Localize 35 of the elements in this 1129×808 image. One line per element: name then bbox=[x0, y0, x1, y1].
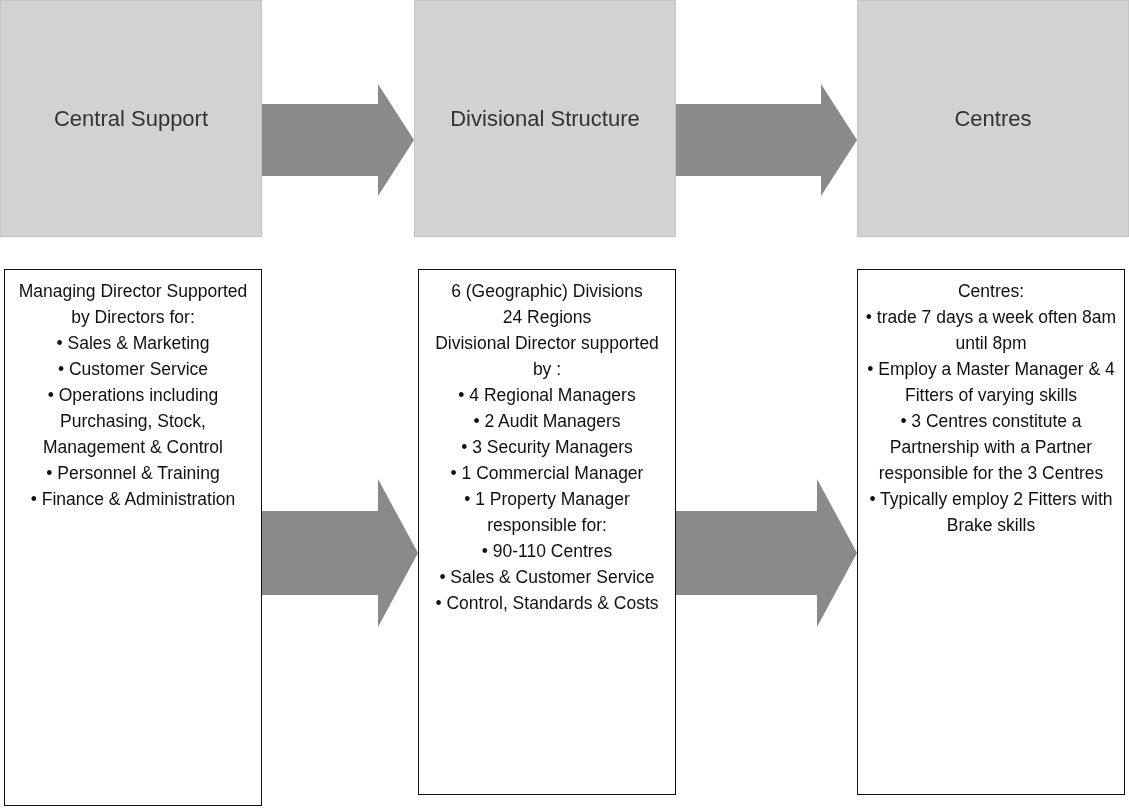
block-arrow bbox=[676, 479, 857, 627]
detail-text: • Finance & Administration bbox=[30, 488, 236, 511]
stage-box bbox=[414, 0, 676, 237]
detail-text: • 3 Security Managers bbox=[461, 436, 633, 459]
detail-text: • Sales & Customer Service bbox=[439, 566, 655, 589]
detail-text: • Operations including Purchasing, Stock, Management & Control bbox=[42, 384, 224, 459]
details-box bbox=[418, 269, 676, 795]
stage-box bbox=[0, 0, 262, 237]
detail-text: Managing Director Supported by Directors for: bbox=[17, 280, 249, 329]
detail-text: • Employ a Master Manager & 4 Fitters of varying skills bbox=[866, 358, 1116, 407]
detail-text: • 90-110 Centres bbox=[481, 540, 613, 563]
block-arrow bbox=[262, 479, 418, 627]
details-box bbox=[857, 269, 1125, 795]
detail-text: Centres: bbox=[957, 280, 1025, 303]
stage-title: Centres bbox=[954, 104, 1032, 133]
stage-title: Central Support bbox=[53, 104, 209, 133]
stage-title: Divisional Structure bbox=[450, 104, 640, 133]
detail-text: • 4 Regional Managers bbox=[458, 384, 636, 407]
detail-text: • Typically employ 2 Fitters with Brake skills bbox=[868, 488, 1114, 537]
detail-text: • 1 Commercial Manager bbox=[450, 462, 644, 485]
detail-text: • 3 Centres constitute a Partnership with a Partner responsible for the 3 Centres bbox=[877, 410, 1105, 485]
detail-text: • trade 7 days a week often 8am until 8pm bbox=[864, 306, 1118, 355]
block-arrow bbox=[262, 84, 414, 196]
detail-text: • Control, Standards & Costs bbox=[435, 592, 659, 615]
detail-text: • Personnel & Training bbox=[46, 462, 220, 485]
detail-text: 6 (Geographic) Divisions bbox=[451, 280, 643, 303]
detail-text: 24 Regions bbox=[502, 306, 592, 329]
block-arrow bbox=[676, 84, 857, 196]
detail-text: • Customer Service bbox=[57, 358, 209, 381]
detail-text: • 2 Audit Managers bbox=[473, 410, 621, 433]
detail-text: • 1 Property Manager responsible for: bbox=[463, 488, 631, 537]
stage-box bbox=[857, 0, 1129, 237]
detail-text: Divisional Director supported by : bbox=[434, 332, 660, 381]
detail-text: • Sales & Marketing bbox=[56, 332, 210, 355]
details-box bbox=[4, 269, 262, 806]
